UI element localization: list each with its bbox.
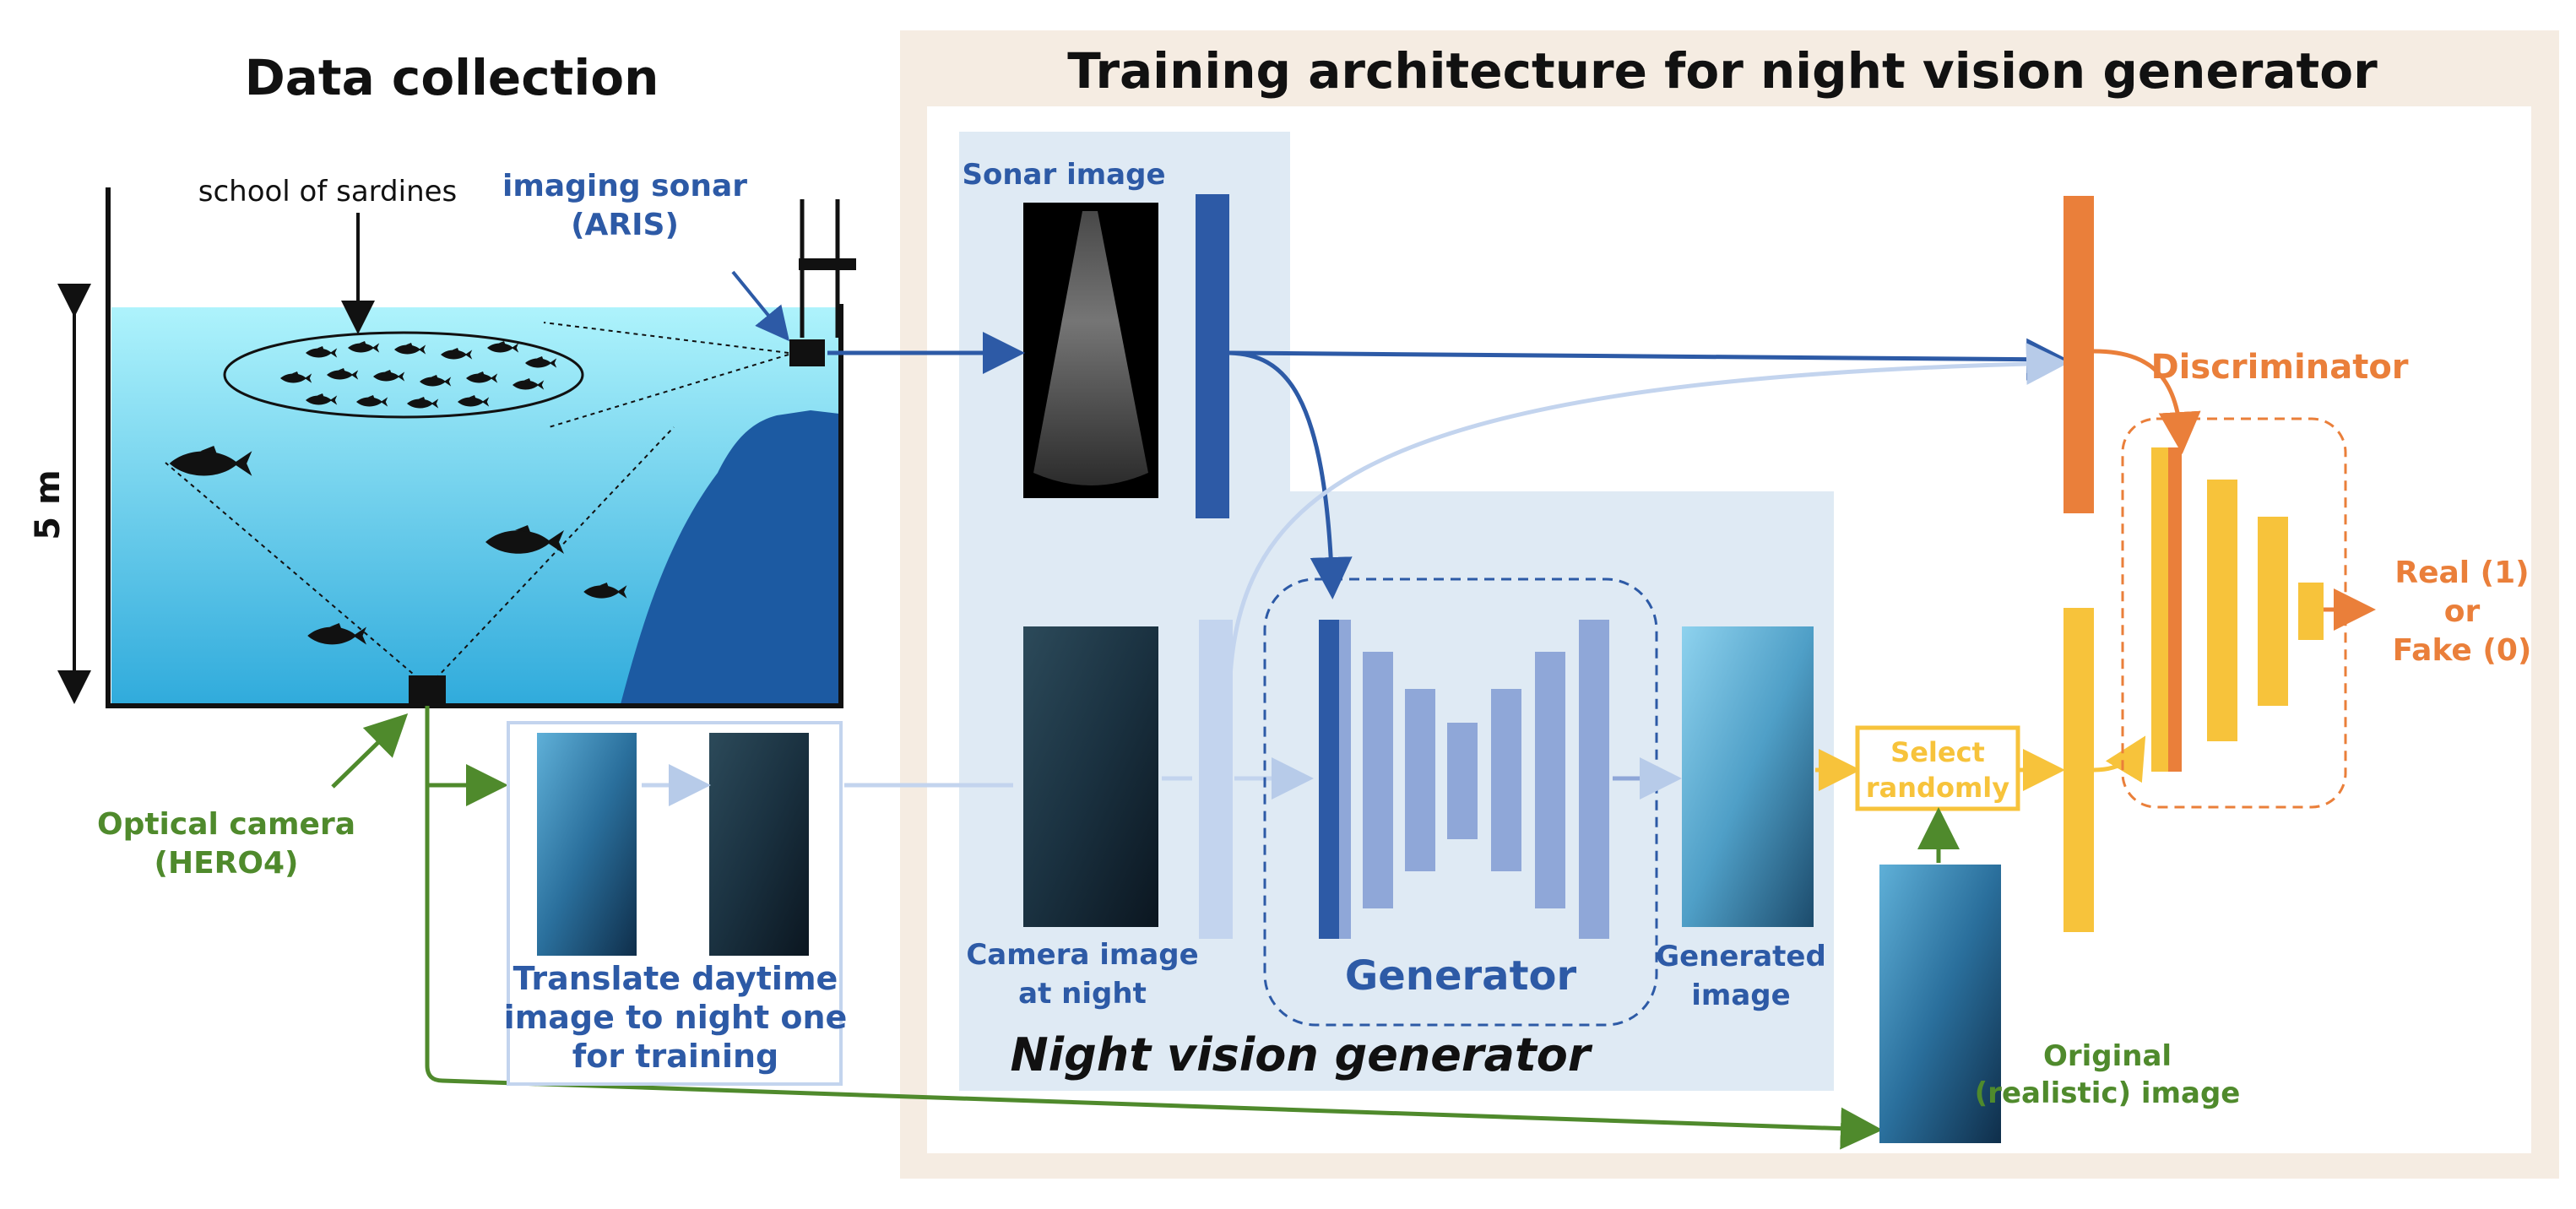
translate-label: for training (572, 1038, 779, 1075)
camera-night-label: at night (1018, 977, 1147, 1011)
sonar-input-to-discriminator-arrow (2093, 349, 2201, 454)
school-of-sardines-label: school of sardines (198, 175, 458, 209)
discriminator-dashed-box (2121, 417, 2347, 809)
translate-label: image to night one (504, 999, 848, 1036)
original-image-label: Original (2043, 1039, 2172, 1073)
data-collection-title: Data collection (245, 49, 659, 106)
optical-camera-label: (HERO4) (155, 846, 299, 881)
rock-formation (621, 410, 839, 704)
sonar-image-label: Sonar image (962, 158, 1165, 192)
sonar-mount-bar (799, 258, 856, 270)
discriminator-layers (2151, 447, 2324, 772)
camera-view-edge (435, 426, 675, 680)
original-image-label: (realistic) image (1975, 1076, 2241, 1110)
camera-feature-bar (1199, 620, 1233, 939)
camera-night-image (1023, 626, 1158, 927)
sonar-image-fan (1033, 211, 1148, 485)
real-fake-label: or (2444, 594, 2481, 629)
image-input-to-discriminator-arrow (2093, 735, 2146, 783)
generator-label: Generator (1345, 952, 1577, 1000)
depth-label: 5 m (29, 469, 68, 539)
discriminator-image-input-bar (2064, 608, 2094, 932)
optical-camera-label: Optical camera (97, 807, 355, 842)
imaging-sonar-label: (ARIS) (571, 208, 679, 242)
imaging-sonar-label: imaging sonar (502, 169, 747, 203)
select-randomly-label: Select (1890, 736, 1985, 768)
sonar-pointer-arrow (731, 270, 790, 342)
generated-image-label: Generated (1656, 940, 1826, 973)
real-fake-label: Real (1) (2394, 556, 2529, 590)
real-fake-label: Fake (0) (2393, 633, 2532, 668)
generated-image (1682, 626, 1814, 927)
discriminator-label: Discriminator (2150, 348, 2408, 387)
sonar-beam-edge (543, 322, 789, 354)
night-vision-generator-label: Night vision generator (1010, 1028, 1592, 1082)
daytime-image (537, 733, 637, 956)
camera-pointer-arrow (331, 713, 409, 789)
sonar-to-generator-arrow (1228, 350, 1353, 599)
generator-dashed-box (1263, 577, 1658, 1027)
camera-to-original-arrow (425, 785, 1883, 1150)
camera-feature-to-discriminator-arrow (1227, 342, 2069, 727)
camera-to-translate-arrow (425, 706, 508, 806)
sonar-sensor-icon (789, 339, 825, 366)
sardine-school-ellipse (223, 331, 584, 419)
sonar-to-discriminator-arrow (1228, 338, 2069, 381)
generated-image-label: image (1691, 979, 1790, 1012)
discriminator-sonar-input-bar (2064, 196, 2094, 513)
select-randomly-label: randomly (1866, 772, 2009, 804)
original-image (1879, 865, 2001, 1143)
tank-walls (106, 187, 843, 708)
translate-label: Translate daytime (513, 960, 838, 997)
optical-camera-sensor-icon (409, 675, 446, 704)
generator-layers (1319, 620, 1609, 939)
night-translated-image (709, 733, 809, 956)
camera-night-label: Camera image (966, 938, 1198, 972)
training-architecture-title: Training architecture for night vision g… (1067, 42, 2378, 100)
sonar-feature-bar (1196, 194, 1229, 518)
